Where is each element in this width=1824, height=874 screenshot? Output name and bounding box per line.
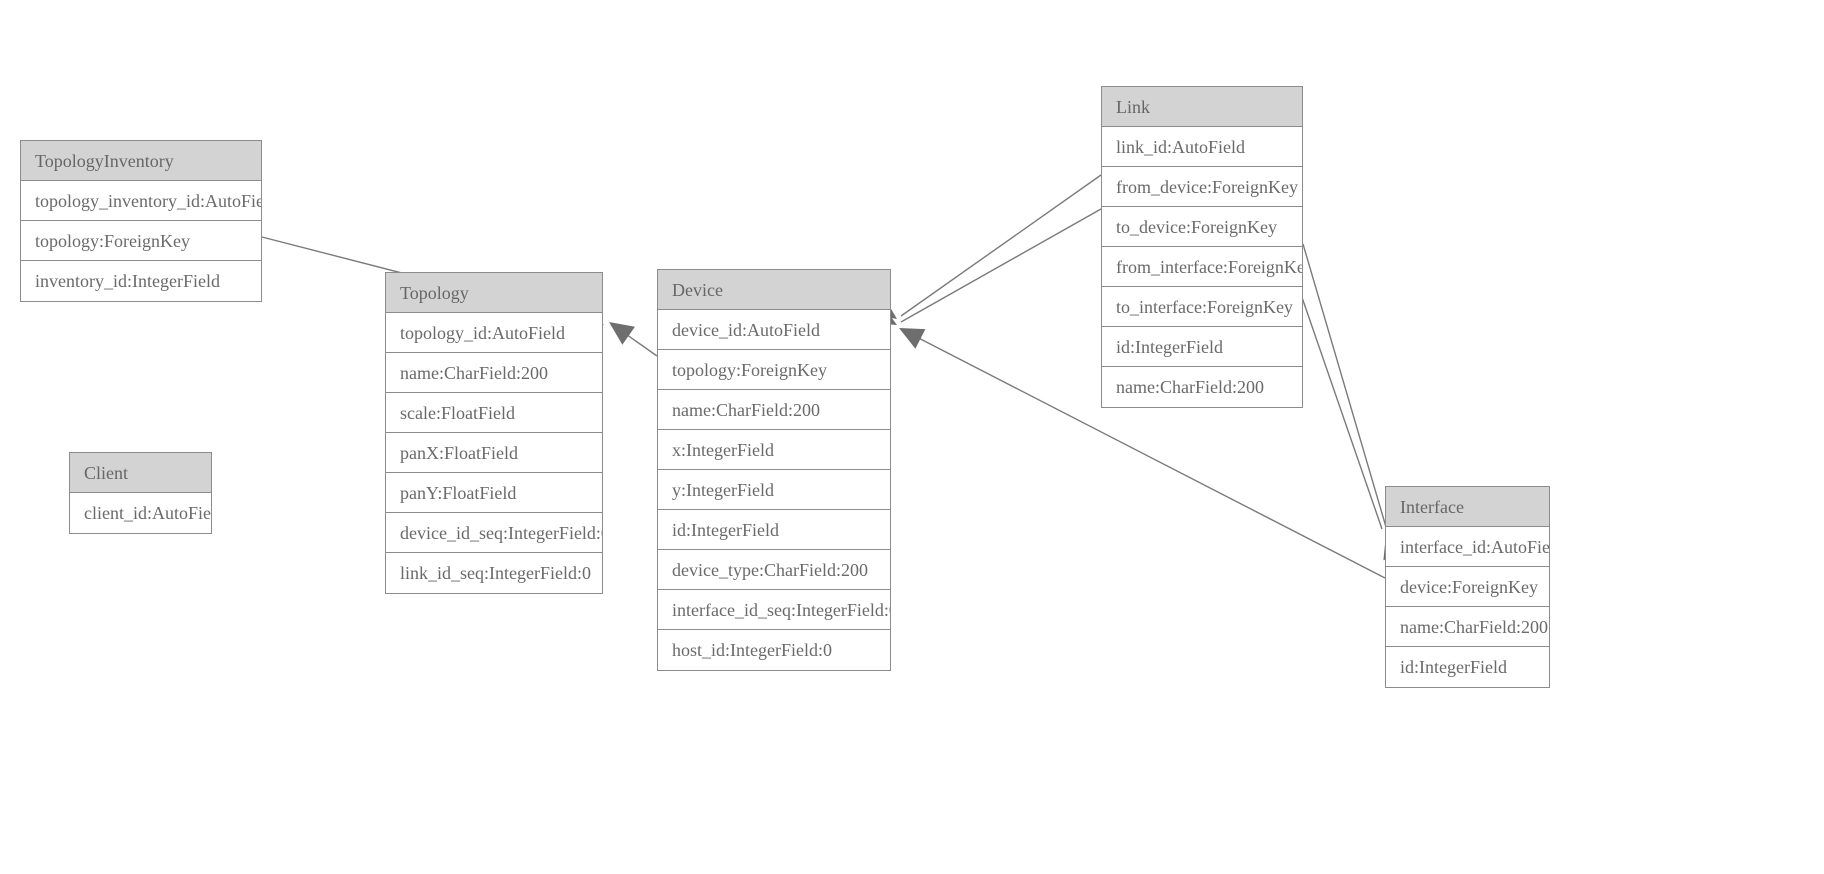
entity-field[interactable]: y:IntegerField: [658, 470, 890, 510]
entity-field[interactable]: from_device:ForeignKey: [1102, 167, 1302, 207]
entity-field[interactable]: id:IntegerField: [1400, 657, 1507, 677]
entity-field[interactable]: device_id:AutoField: [658, 310, 890, 350]
entity-field[interactable]: name:CharField:200: [1386, 607, 1549, 647]
relationship-arrowhead: [609, 322, 635, 345]
relationship-arrowhead: [899, 328, 926, 349]
entity-title-topologyinventory: TopologyInventory: [21, 141, 261, 181]
entity-field[interactable]: panY:FloatField: [386, 473, 602, 513]
entity-title-topology: Topology: [386, 273, 602, 313]
relationship-edge: [870, 208, 1102, 325]
entity-field[interactable]: device_type:CharField:200: [658, 550, 890, 590]
entity-field[interactable]: x:IntegerField: [658, 430, 890, 470]
entity-field[interactable]: from_interface:ForeignKey: [1102, 247, 1302, 287]
entity-field[interactable]: interface_id_seq:IntegerField:0: [658, 590, 890, 630]
entity-field[interactable]: to_device:ForeignKey: [1102, 207, 1302, 247]
entity-field[interactable]: name:CharField:200: [1116, 377, 1264, 397]
entity-title-device: Device: [658, 270, 890, 310]
relationship-edge: [871, 174, 1102, 319]
entity-field[interactable]: topology_id:AutoField: [386, 313, 602, 353]
entity-title-client: Client: [70, 453, 211, 493]
entity-field[interactable]: to_interface:ForeignKey: [1102, 287, 1302, 327]
entity-title-interface: Interface: [1386, 487, 1549, 527]
entity-field[interactable]: link_id_seq:IntegerField:0: [400, 563, 591, 583]
relationship-line: [1295, 279, 1383, 530]
entity-field[interactable]: topology_inventory_id:AutoField: [21, 181, 261, 221]
entity-field[interactable]: scale:FloatField: [386, 393, 602, 433]
relationship-line: [612, 324, 658, 357]
entity-title-link: Link: [1102, 87, 1302, 127]
entity-field[interactable]: topology:ForeignKey: [658, 350, 890, 390]
entity-field[interactable]: device_id_seq:IntegerField:0: [386, 513, 602, 553]
relationship-line: [900, 208, 1102, 323]
entity-field[interactable]: interface_id:AutoField: [1386, 527, 1549, 567]
entity-client[interactable]: Client client_id:AutoField: [69, 452, 212, 534]
entity-field[interactable]: id:IntegerField: [1102, 327, 1302, 367]
entity-field[interactable]: name:CharField:200: [386, 353, 602, 393]
entity-field[interactable]: panX:FloatField: [386, 433, 602, 473]
entity-field[interactable]: device:ForeignKey: [1386, 567, 1549, 607]
entity-field[interactable]: name:CharField:200: [658, 390, 890, 430]
relationship-line: [1302, 243, 1387, 528]
entity-field[interactable]: topology:ForeignKey: [21, 221, 261, 261]
relationship-line: [900, 174, 1102, 317]
relationship-edge: [609, 322, 658, 357]
entity-field[interactable]: client_id:AutoField: [84, 503, 211, 523]
entity-field[interactable]: link_id:AutoField: [1102, 127, 1302, 167]
entity-field[interactable]: id:IntegerField: [658, 510, 890, 550]
entity-field[interactable]: inventory_id:IntegerField: [35, 271, 220, 291]
entity-field[interactable]: host_id:IntegerField:0: [672, 640, 832, 660]
